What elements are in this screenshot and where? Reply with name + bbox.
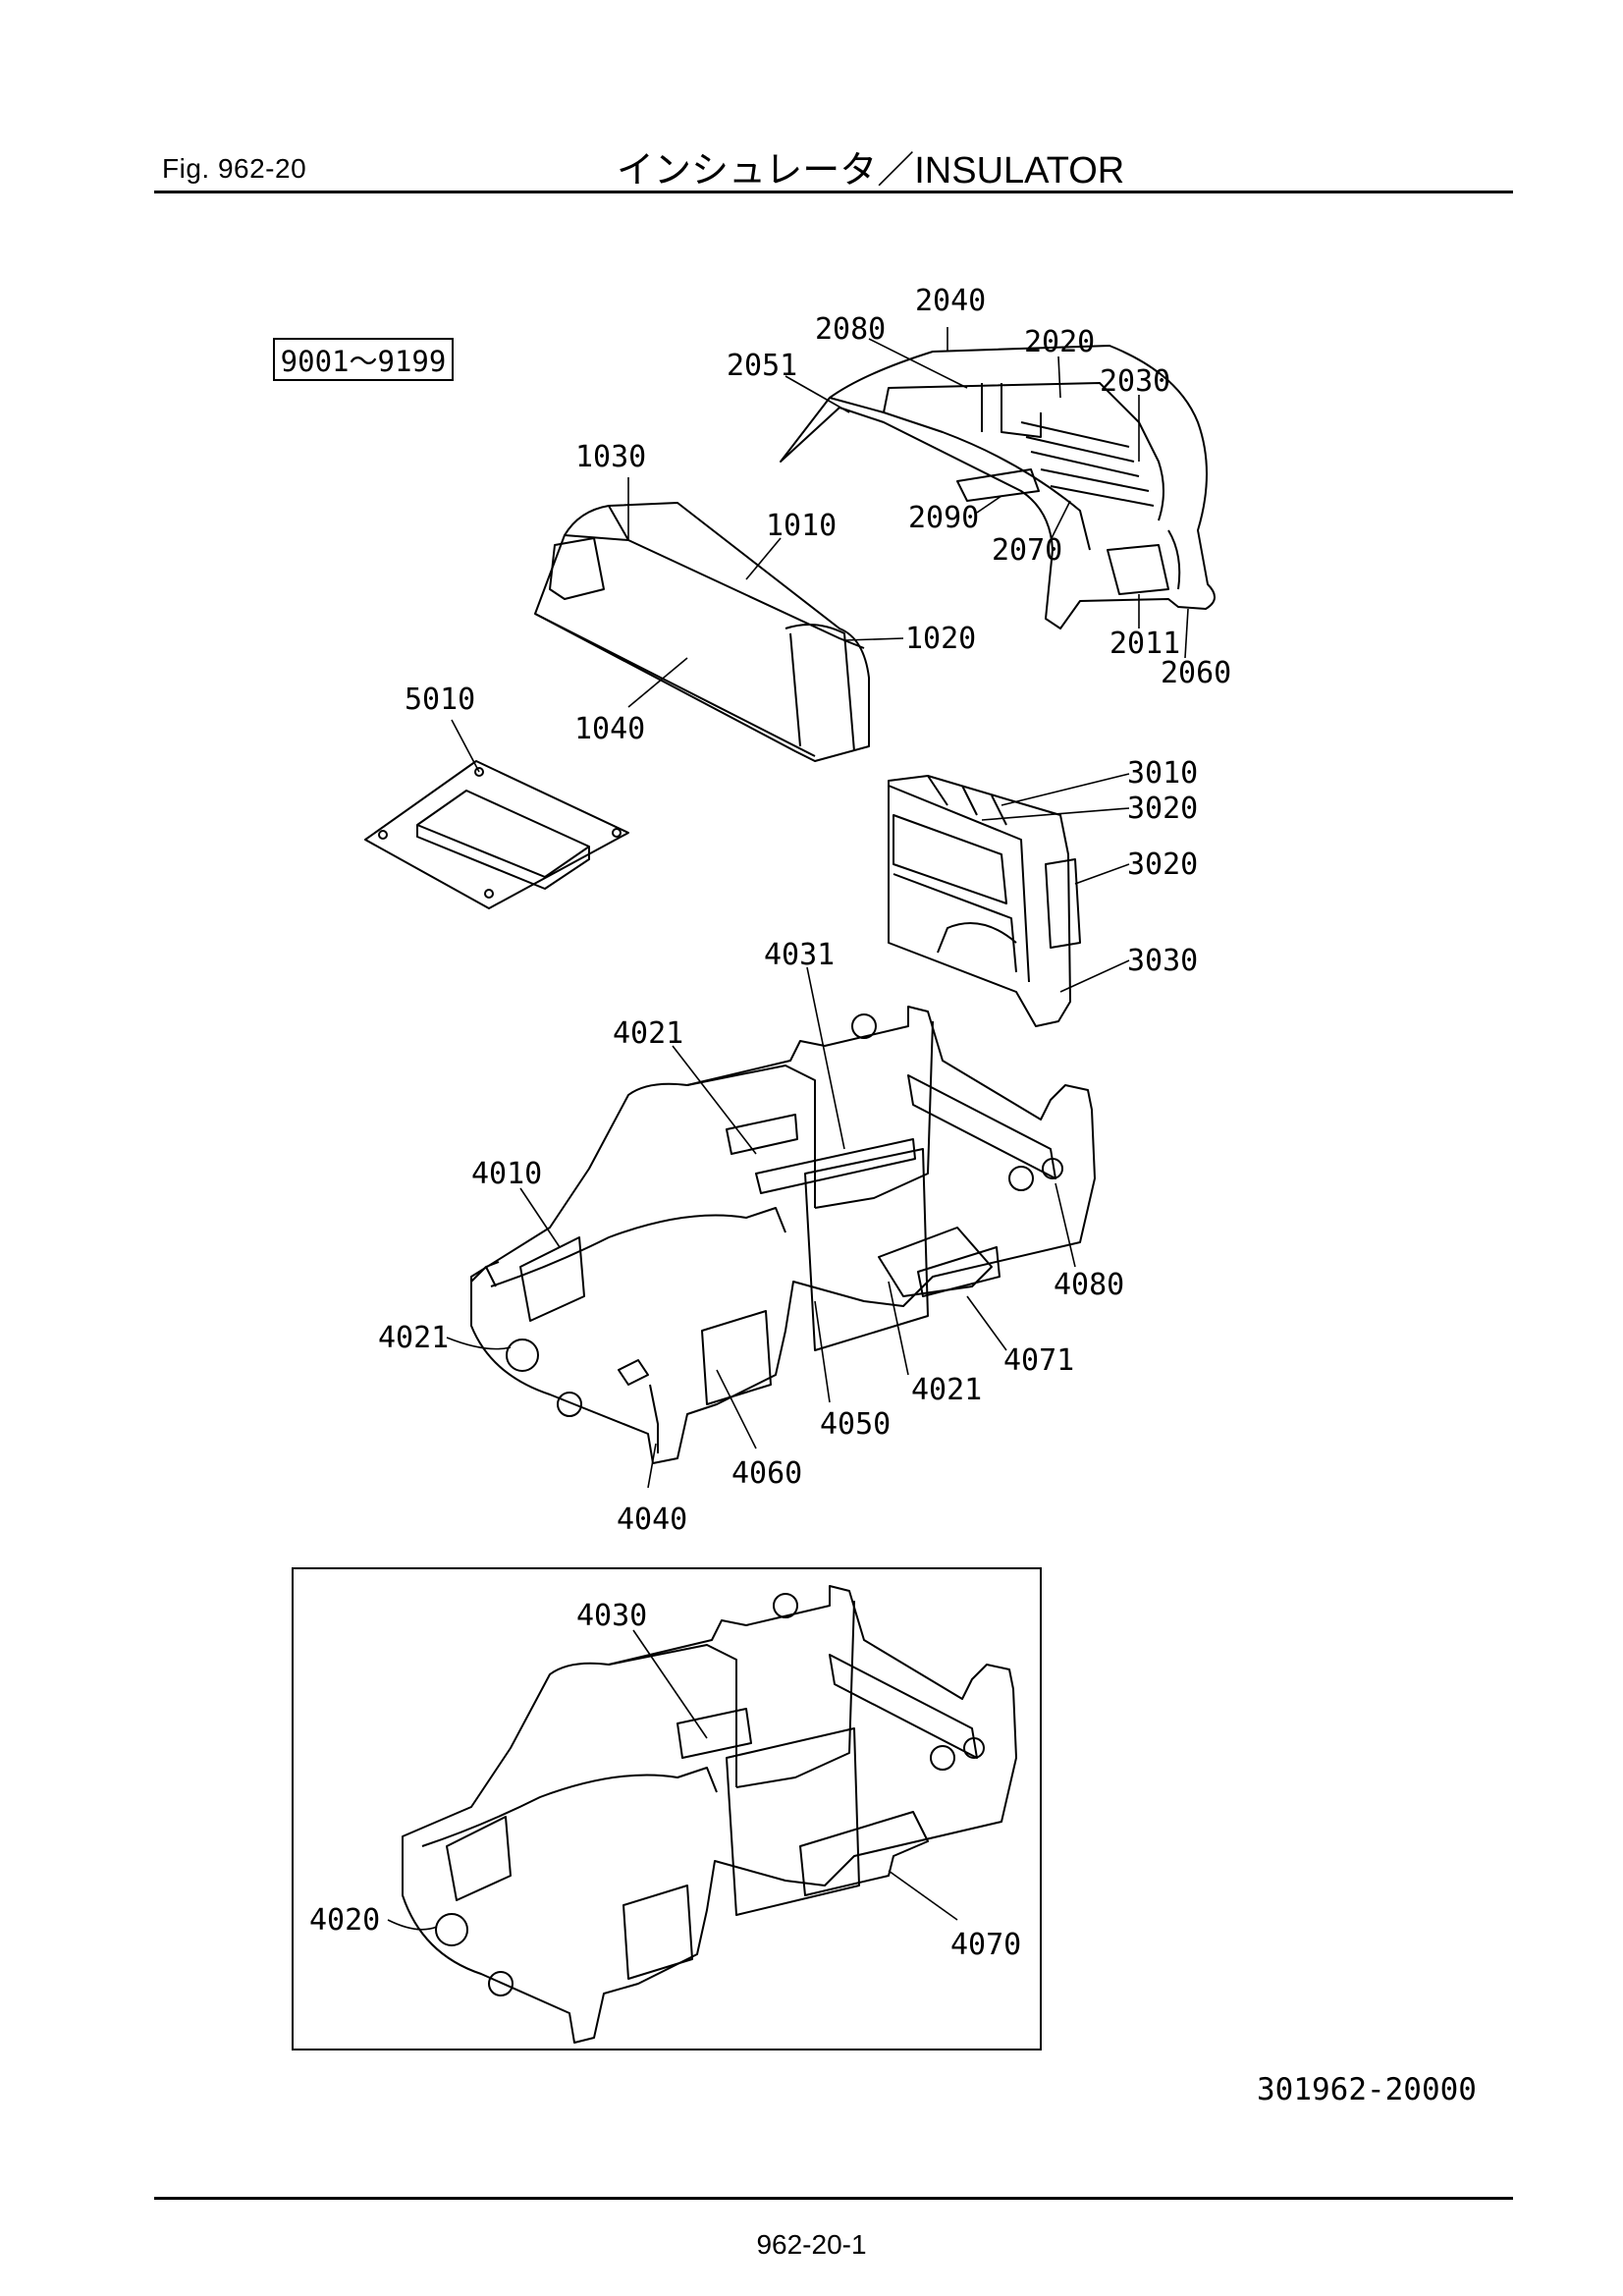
callout-4021-lower: 4021 [911,1373,982,1407]
callout-2080: 2080 [815,312,886,347]
callout-2040: 2040 [915,284,986,318]
callout-2090: 2090 [908,501,979,535]
callout-4021-left: 4021 [378,1321,449,1355]
leader-lines [387,327,1189,1931]
callout-1010: 1010 [766,509,837,543]
callout-4071: 4071 [1003,1343,1074,1378]
callout-4020: 4020 [309,1903,380,1938]
callout-2070: 2070 [992,533,1062,568]
callout-2020: 2020 [1024,325,1095,359]
callout-4080: 4080 [1054,1268,1124,1302]
figure-number: Fig. 962-20 [162,153,307,184]
hood-insulator-group [780,345,1216,629]
document-number: 301962-20000 [1257,2072,1477,2107]
upper-cover-insulator-group [534,502,870,762]
callout-1030: 1030 [575,440,646,474]
callout-4010: 4010 [471,1157,542,1191]
page-title: インシュレータ／INSULATOR [617,150,1125,191]
floor-frame-insulator-group [470,1006,1096,1464]
callout-4031: 4031 [764,938,835,972]
radiator-insulator-group [888,775,1081,1027]
callout-1040: 1040 [574,712,645,746]
callout-3010: 3010 [1127,756,1198,791]
callout-labels: 2040 2080 2020 2051 2030 2090 2070 2011 … [309,284,1231,1962]
callout-1020: 1020 [905,622,976,656]
callout-2030: 2030 [1100,364,1170,399]
header-rule [154,191,1513,193]
callout-5010: 5010 [405,683,475,717]
callout-4030: 4030 [576,1599,647,1633]
callout-2011: 2011 [1109,627,1180,661]
serial-range-box: 9001～9199 [273,338,454,381]
callout-2051: 2051 [727,349,797,383]
callout-3020-upper: 3020 [1127,792,1198,826]
callout-4060: 4060 [731,1456,802,1491]
footer-rule [154,2197,1513,2200]
page-number: 962-20-1 [756,2229,867,2260]
callout-3030: 3030 [1127,944,1198,978]
callout-2060: 2060 [1161,656,1231,690]
callout-4021-upper: 4021 [613,1016,683,1051]
floor-plate-insulator-group [364,760,629,909]
callout-3020-lower: 3020 [1127,847,1198,882]
callout-4040: 4040 [617,1503,687,1537]
callout-4050: 4050 [820,1407,891,1442]
inset-floor-frame-insulator-group [402,1585,1017,2044]
variant-inset-frame [292,1567,1042,2050]
callout-4070: 4070 [950,1928,1021,1962]
